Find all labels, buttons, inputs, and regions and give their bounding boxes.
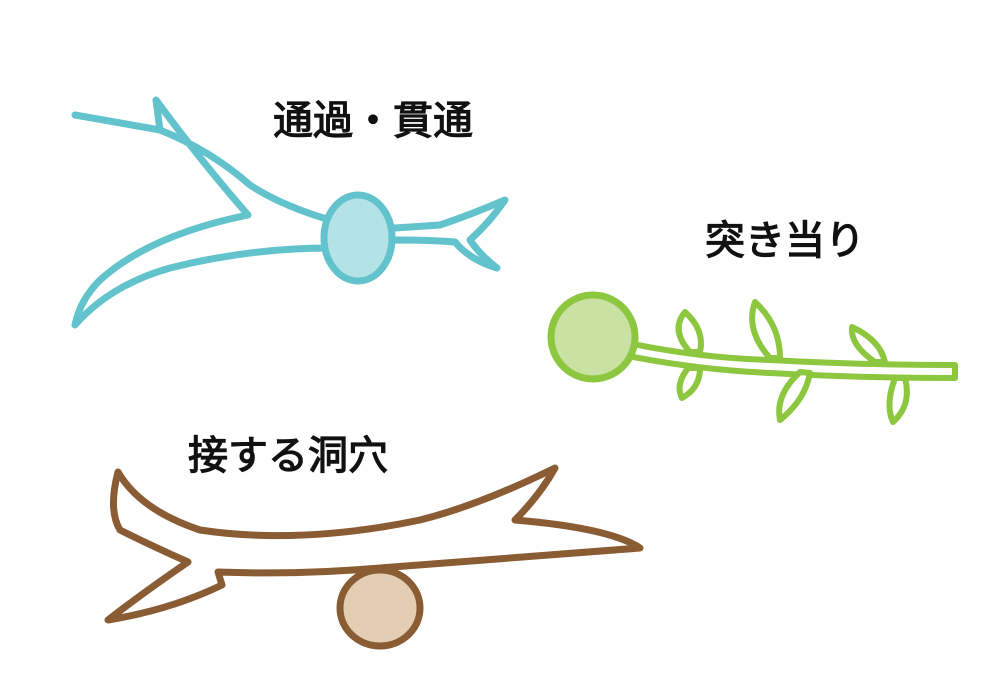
green-stem — [625, 340, 958, 381]
brown-cave-chamber — [336, 566, 424, 650]
leaf — [776, 369, 813, 423]
leaf — [848, 324, 888, 365]
adjacent-cave-illustration — [104, 464, 644, 650]
teal-cave-chamber — [320, 191, 396, 285]
leaf — [675, 309, 704, 355]
passage-branch-illustration — [71, 96, 509, 329]
label-passage: 通過・貫通 — [273, 98, 473, 144]
label-adjacent-cave: 接する洞穴 — [188, 433, 388, 479]
leaf — [749, 299, 783, 361]
brown-branch — [104, 464, 644, 624]
green-leaves — [675, 299, 910, 425]
leaf — [886, 375, 910, 425]
leaf — [676, 365, 703, 401]
green-cave-chamber — [547, 291, 639, 383]
label-dead-end: 突き当り — [705, 218, 865, 264]
dead-end-illustration — [547, 291, 958, 425]
